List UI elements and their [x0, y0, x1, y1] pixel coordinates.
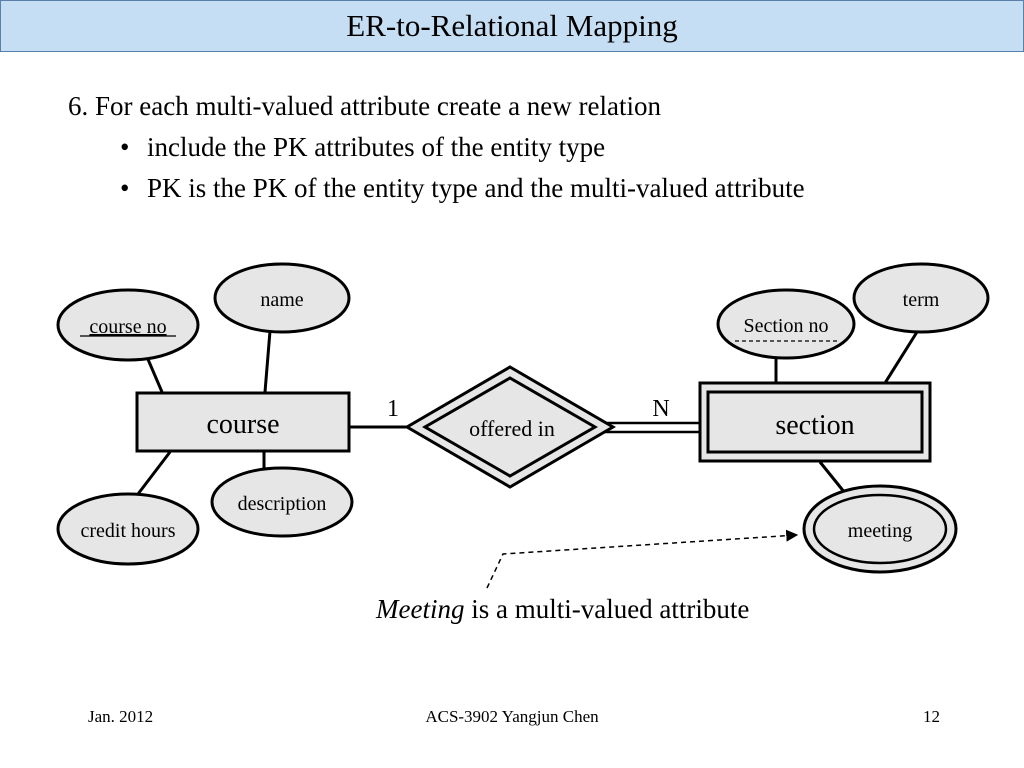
line-course-no	[145, 356, 164, 393]
bullet-sub-2: • PK is the PK of the entity type and th…	[68, 168, 948, 209]
entity-section-inner	[706, 390, 924, 454]
cardinality-right: N	[652, 396, 669, 422]
relationship-inner	[421, 376, 599, 478]
attr-description	[210, 466, 354, 538]
slide-title: ER-to-Relational Mapping	[346, 8, 678, 43]
note-emphasis: Meeting	[376, 594, 465, 624]
line-meeting	[818, 461, 847, 494]
attr-credit-hours-label: credit hours	[81, 520, 176, 542]
footer-course: ACS-3902 Yangjun Chen	[425, 707, 599, 726]
attr-term-label: term	[903, 289, 940, 311]
line-name	[263, 330, 272, 393]
bullet-list: 6. For each multi-valued attribute creat…	[68, 86, 948, 209]
bullet-dot-icon: •	[120, 132, 130, 162]
bullet-sub-2-text: PK is the PK of the entity type and the …	[147, 173, 805, 203]
relationship-label: offered in	[469, 416, 555, 441]
bullet-sub-1-text: include the PK attributes of the entity …	[147, 132, 606, 162]
attr-meeting-label: meeting	[848, 520, 912, 542]
attr-term	[852, 262, 990, 334]
line-credit-hours	[136, 451, 172, 495]
attr-meeting-inner	[812, 493, 948, 565]
entity-section-label: section	[775, 410, 854, 441]
line-term	[883, 331, 919, 384]
attr-course-no-label: course no	[89, 316, 166, 338]
attr-name	[213, 262, 351, 334]
attr-credit-hours	[56, 492, 200, 566]
annotation-note: Meeting is a multi-valued attribute	[376, 589, 776, 630]
bullet-sub-1: • include the PK attributes of the entit…	[68, 127, 948, 168]
bullet-main: 6. For each multi-valued attribute creat…	[68, 91, 661, 121]
attr-course-no	[56, 288, 200, 362]
attr-section-no-label: Section no	[744, 315, 829, 337]
footer-page-number: 12	[923, 707, 940, 726]
entity-course-label: course	[206, 409, 279, 440]
annotation-arrow	[486, 529, 799, 589]
note-text: is a multi-valued attribute	[464, 594, 750, 624]
bullet-dot-icon: •	[120, 173, 130, 203]
title-bar: ER-to-Relational Mapping	[0, 0, 1024, 52]
attr-name-label: name	[260, 289, 303, 311]
entity-course	[135, 391, 351, 453]
attr-description-label: description	[238, 493, 327, 515]
er-diagram: course section offered in 1 N course no …	[56, 262, 990, 589]
footer-date: Jan. 2012	[88, 707, 154, 726]
cardinality-left: 1	[387, 396, 399, 422]
